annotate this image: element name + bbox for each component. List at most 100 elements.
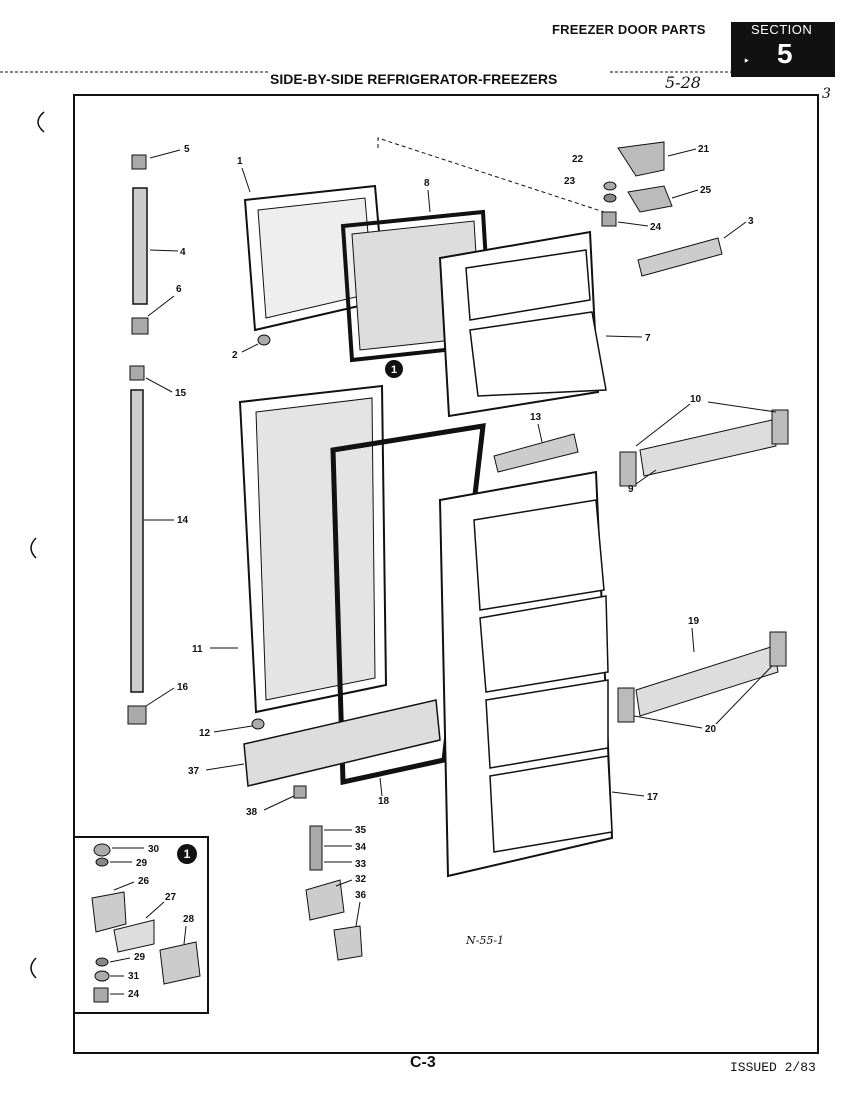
part-label-26: 26: [138, 876, 150, 887]
part-29-washer: [95, 857, 109, 867]
part-31-bushing: [94, 970, 110, 982]
part-label-31: 31: [128, 971, 140, 982]
handwritten-date: 5-28: [665, 73, 701, 92]
section-badge: SECTION ‣ 5: [731, 22, 835, 77]
part-2-roller: [257, 334, 271, 346]
part-16-bracket: [127, 705, 147, 725]
part-label-29b: 29: [134, 952, 146, 963]
part-24-nut: [93, 987, 109, 1003]
part-21-hinge: [617, 141, 665, 177]
section-label: SECTION: [751, 22, 813, 37]
part-label-33: 33: [355, 859, 367, 870]
part-label-18: 18: [378, 796, 390, 807]
part-label-20: 20: [705, 724, 717, 735]
part-10-endcap: [771, 409, 789, 445]
part-label-19: 19: [688, 616, 700, 627]
part-11-inner-panel: [238, 384, 388, 714]
part-5-bracket: [131, 154, 147, 170]
callout-marker-label: 1: [391, 364, 397, 376]
part-label-16: 16: [177, 682, 189, 693]
part-label-6: 6: [176, 284, 182, 295]
part-label-9: 9: [628, 484, 634, 495]
part-label-24b: 24: [128, 989, 140, 1000]
part-36-bracket: [333, 925, 363, 961]
part-label-30: 30: [148, 844, 160, 855]
callout-marker-icon: 1: [385, 360, 403, 378]
inset-marker-icon: 1: [177, 844, 197, 864]
part-label-38: 38: [246, 807, 258, 818]
part-9-trim: [639, 419, 777, 477]
page-header-title: FREEZER DOOR PARTS: [552, 22, 706, 37]
inset-marker-label: 1: [184, 847, 191, 861]
part-label-12: 12: [199, 728, 211, 739]
part-15-bracket: [129, 365, 145, 381]
part-label-1: 1: [237, 156, 243, 167]
binder-hole-mark: [30, 957, 37, 979]
part-label-3: 3: [748, 216, 754, 227]
issued-date: ISSUED 2/83: [730, 1060, 816, 1075]
part-22-washer: [603, 181, 617, 191]
handwritten-page-number: 3: [822, 86, 831, 102]
part-30-cap: [93, 843, 111, 857]
part-label-23: 23: [564, 176, 576, 187]
part-label-17: 17: [647, 792, 659, 803]
binder-hole-mark: [30, 537, 37, 559]
drawing-id: N-55-1: [466, 934, 505, 947]
part-6-bracket: [131, 317, 149, 335]
section-mark-icon: ‣: [743, 54, 751, 68]
part-label-21: 21: [698, 144, 710, 155]
part-label-27: 27: [165, 892, 177, 903]
part-label-10: 10: [690, 394, 702, 405]
part-13-handle: [493, 433, 579, 473]
part-3-handle: [637, 237, 723, 277]
part-20-endcap: [617, 687, 635, 723]
part-label-37: 37: [188, 766, 200, 777]
part-label-34: 34: [355, 842, 367, 853]
part-4-rail: [132, 187, 148, 305]
part-37-kick-strip: [243, 699, 441, 787]
part-17-lower-door: [438, 470, 614, 878]
part-32-hinge: [305, 879, 345, 921]
part-label-22: 22: [572, 154, 584, 165]
part-26-hinge-pin: [91, 891, 127, 933]
part-10-endcap: [619, 451, 637, 487]
part-label-7: 7: [645, 333, 651, 344]
part-label-24: 24: [650, 222, 662, 233]
diagram-frame: [73, 94, 819, 1054]
part-20-endcap: [769, 631, 787, 667]
part-label-8: 8: [424, 178, 430, 189]
part-label-4: 4: [180, 247, 186, 258]
inset-frame: [73, 836, 209, 1014]
binder-hole-mark: [37, 111, 45, 133]
part-label-15: 15: [175, 388, 187, 399]
part-14-rail: [130, 389, 144, 693]
part-27-spacer: [113, 919, 155, 953]
part-label-11: 11: [192, 644, 203, 655]
part-label-13: 13: [530, 412, 542, 423]
part-19-trim: [635, 645, 779, 717]
part-12-roller: [251, 718, 265, 730]
part-29-washer: [95, 957, 109, 967]
part-label-29: 29: [136, 858, 148, 869]
section-number: 5: [777, 38, 793, 69]
part-28-hinge: [159, 941, 201, 985]
part-18-gasket: [330, 423, 486, 786]
part-38-clip: [293, 785, 307, 799]
part-24-nut: [601, 211, 617, 227]
part-label-14: 14: [177, 515, 189, 526]
part-label-35: 35: [355, 825, 367, 836]
part-label-32: 32: [355, 874, 367, 885]
page-subtitle: SIDE-BY-SIDE REFRIGERATOR-FREEZERS: [270, 71, 558, 87]
part-label-2: 2: [232, 350, 238, 361]
part-label-28: 28: [183, 914, 195, 925]
part-25-hinge-plate: [627, 185, 673, 213]
part-7-upper-door: [438, 230, 607, 418]
part-33-35-pivot-stack: [309, 825, 323, 871]
part-label-5: 5: [184, 144, 190, 155]
page-id: C-3: [410, 1054, 436, 1071]
part-label-36: 36: [355, 890, 367, 901]
part-label-25: 25: [700, 185, 712, 196]
part-23-bushing: [603, 193, 617, 203]
part-label-group: 5 1 8 22 21 23 25 24 3 4 6 7 2 15 10 13 …: [109, 144, 777, 1000]
